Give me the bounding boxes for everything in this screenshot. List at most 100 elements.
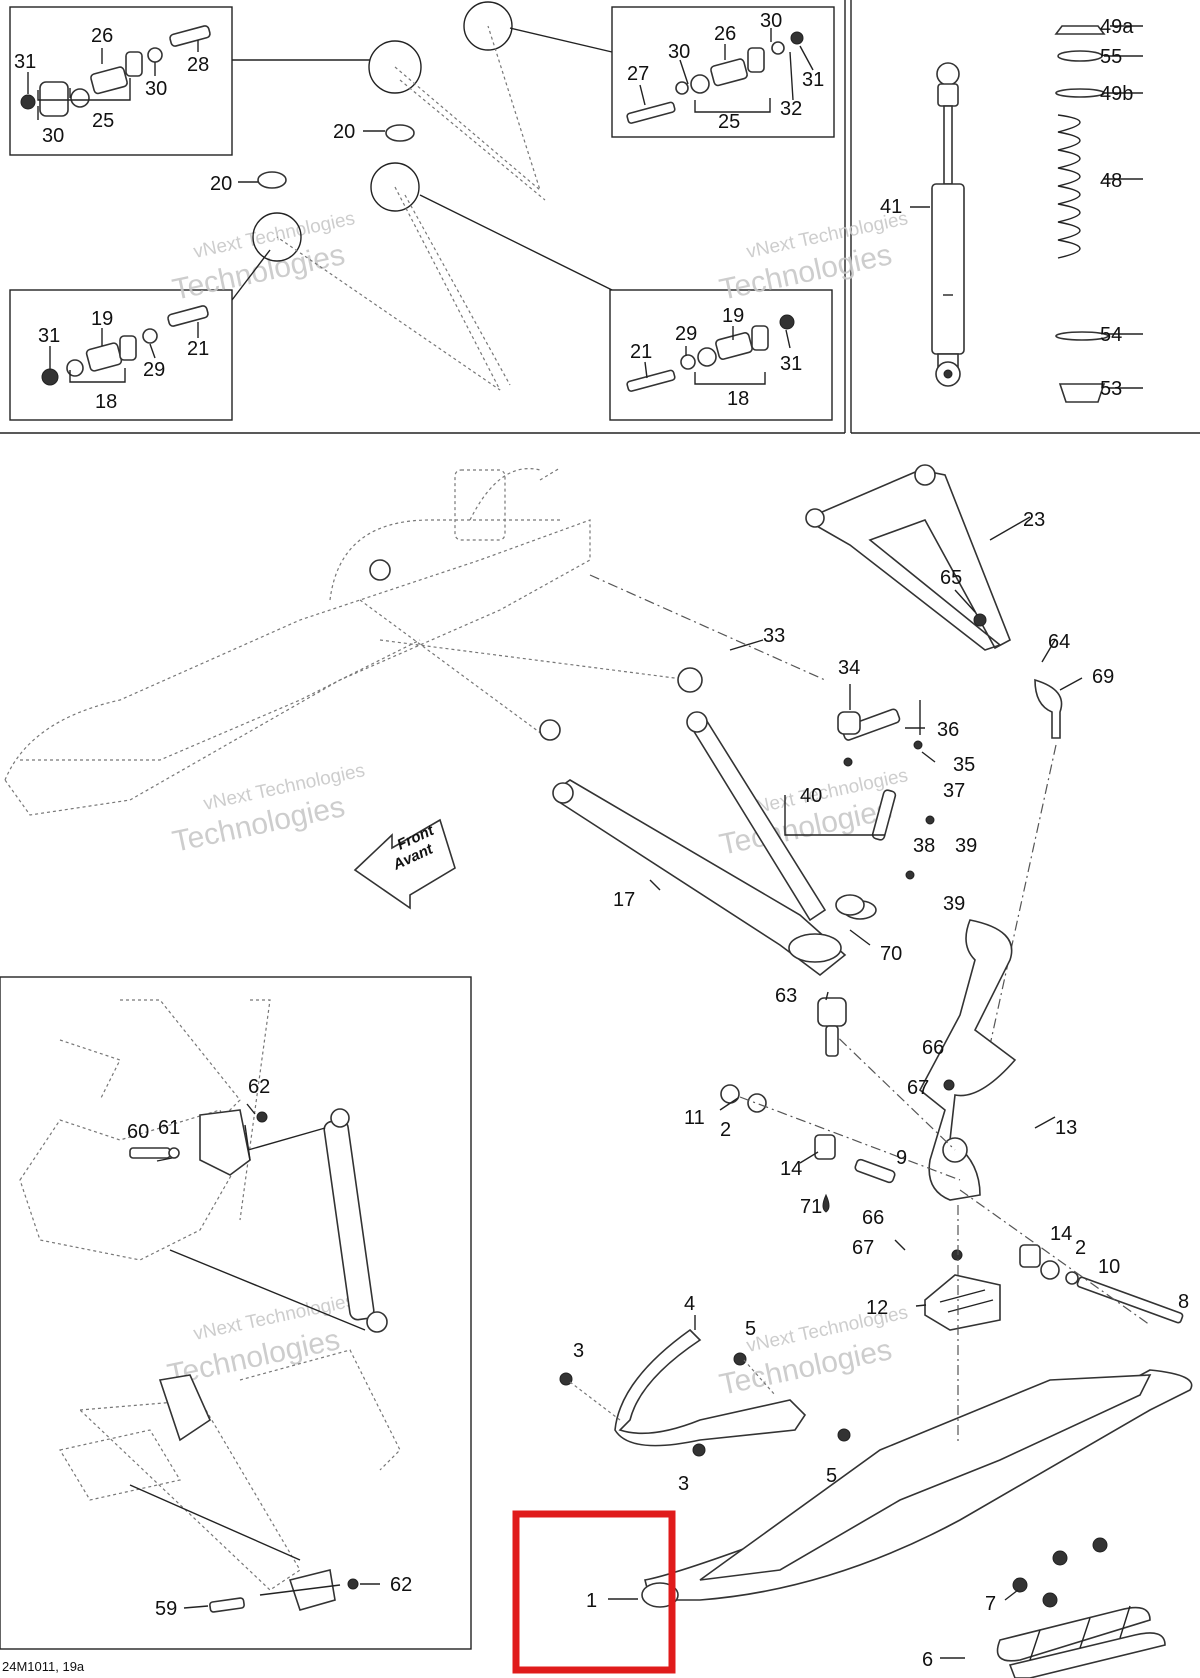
runner-6 bbox=[996, 1537, 1166, 1678]
part-label: 5 bbox=[745, 1318, 756, 1340]
part-label: 63 bbox=[775, 985, 797, 1007]
part-label: 30 bbox=[760, 10, 782, 32]
part-label: 66 bbox=[862, 1207, 884, 1229]
part-label: 39 bbox=[943, 893, 965, 915]
watermarks: vNext Technologies Technologies vNext Te… bbox=[165, 208, 910, 1402]
part-label: 59 bbox=[155, 1598, 177, 1620]
part-label: 1 bbox=[586, 1590, 597, 1612]
ski-handle bbox=[559, 1328, 851, 1457]
part-label: 10 bbox=[1098, 1256, 1120, 1278]
part-label: 62 bbox=[390, 1574, 412, 1596]
hardware-stack-bottom-left bbox=[41, 305, 209, 386]
part-label: 13 bbox=[1055, 1117, 1077, 1139]
part-label: 8 bbox=[1178, 1291, 1189, 1313]
part-label: 26 bbox=[714, 23, 736, 45]
part-label: 32 bbox=[780, 98, 802, 120]
part-label: 3 bbox=[573, 1340, 584, 1362]
bushing-icon bbox=[385, 124, 415, 142]
part-label: 29 bbox=[143, 359, 165, 381]
part-label: 4 bbox=[684, 1293, 695, 1315]
part-label: 35 bbox=[953, 754, 975, 776]
part-label: 53 bbox=[1100, 378, 1122, 400]
lower-a-arm bbox=[552, 711, 877, 977]
bracket-lines bbox=[37, 78, 771, 385]
part-label: 17 bbox=[613, 889, 635, 911]
part-label: 31 bbox=[38, 325, 60, 347]
part-label: 31 bbox=[14, 51, 36, 73]
part-labels: 49a 55 49b 48 41 54 53 26 31 30 30 25 28… bbox=[14, 10, 1189, 1671]
upper-a-arm bbox=[805, 464, 1012, 651]
part-label: 67 bbox=[907, 1077, 929, 1099]
part-label: 62 bbox=[248, 1076, 270, 1098]
part-label: 39 bbox=[955, 835, 977, 857]
highlight-box-part-1 bbox=[512, 1510, 676, 1674]
part-label: 19 bbox=[722, 305, 744, 327]
part-label: 3 bbox=[678, 1473, 689, 1495]
part-label: 34 bbox=[838, 657, 860, 679]
spring-assembly bbox=[910, 25, 1143, 403]
part-label: 29 bbox=[675, 323, 697, 345]
part-label: 30 bbox=[42, 125, 64, 147]
part-label: 25 bbox=[718, 111, 740, 133]
part-label: 5 bbox=[826, 1465, 837, 1487]
part-label: 31 bbox=[802, 69, 824, 91]
part-label: 9 bbox=[896, 1147, 907, 1169]
part-label: 25 bbox=[92, 110, 114, 132]
part-label: 66 bbox=[922, 1037, 944, 1059]
part-label: 60 bbox=[127, 1121, 149, 1143]
part-label: 30 bbox=[145, 78, 167, 100]
upper-a-arm-ghost bbox=[231, 1, 613, 391]
part-label: 23 bbox=[1023, 509, 1045, 531]
part-label: 2 bbox=[720, 1119, 731, 1141]
hardware-stack-bottom-right bbox=[626, 314, 795, 392]
part-label: 64 bbox=[1048, 631, 1070, 653]
part-label: 2 bbox=[1075, 1237, 1086, 1259]
part-label: 6 bbox=[922, 1649, 933, 1671]
part-label: 11 bbox=[684, 1107, 705, 1129]
part-label: 38 bbox=[913, 835, 935, 857]
part-label: 21 bbox=[630, 341, 652, 363]
part-label: 70 bbox=[880, 943, 902, 965]
part-label: 40 bbox=[800, 785, 822, 807]
part-label: 18 bbox=[727, 388, 749, 410]
part-label: 33 bbox=[763, 625, 785, 647]
wear-bar-12 bbox=[924, 1274, 1001, 1331]
pivot-hardware bbox=[720, 1024, 1184, 1326]
part-label: 14 bbox=[780, 1158, 802, 1180]
part-label: 27 bbox=[627, 63, 649, 85]
part-label: 71 bbox=[800, 1196, 822, 1218]
part-label: 37 bbox=[943, 780, 965, 802]
part-label: 54 bbox=[1100, 324, 1122, 346]
part-label: 69 bbox=[1092, 666, 1114, 688]
part-label: 36 bbox=[937, 719, 959, 741]
part-label: 48 bbox=[1100, 170, 1122, 192]
part-label: 7 bbox=[985, 1593, 996, 1615]
sway-bar-link bbox=[784, 700, 935, 880]
part-label: 49b bbox=[1100, 83, 1133, 105]
part-label: 31 bbox=[780, 353, 802, 375]
leader-lines bbox=[27, 28, 1083, 1659]
hardware-stack-top-right bbox=[626, 31, 804, 124]
part-label: 41 bbox=[880, 196, 902, 218]
part-label: 12 bbox=[866, 1297, 888, 1319]
inset-chassis bbox=[19, 999, 401, 1613]
part-label: 49a bbox=[1100, 16, 1134, 38]
part-label: 28 bbox=[187, 54, 209, 76]
ball-joint-69 bbox=[989, 678, 1063, 1046]
shock-absorber bbox=[931, 62, 965, 387]
part-label: 14 bbox=[1050, 1223, 1072, 1245]
part-label: 67 bbox=[852, 1237, 874, 1259]
part-label: 65 bbox=[940, 567, 962, 589]
part-label: 19 bbox=[91, 308, 113, 330]
front-direction-arrow: Front Avant bbox=[353, 818, 456, 910]
part-label: 18 bbox=[95, 391, 117, 413]
chassis-ghost bbox=[4, 467, 826, 816]
bushing-icon bbox=[257, 171, 287, 189]
part-label: 26 bbox=[91, 25, 113, 47]
ball-joint-63 bbox=[817, 894, 865, 1057]
part-label: 61 bbox=[158, 1117, 180, 1139]
part-label: 55 bbox=[1100, 46, 1122, 68]
spindle bbox=[918, 919, 1017, 1201]
